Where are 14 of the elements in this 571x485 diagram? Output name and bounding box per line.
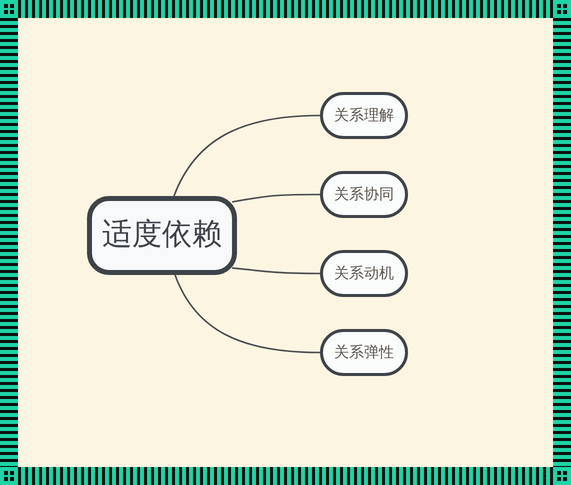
subtopic-box	[320, 171, 408, 218]
subtopic-box	[320, 92, 408, 139]
subtopic-box	[320, 250, 408, 297]
central-topic-box	[87, 196, 237, 275]
topic-label: 适度依赖	[102, 218, 222, 253]
connector-line	[232, 194, 320, 203]
connector-line	[232, 267, 320, 274]
connector-line	[173, 114, 320, 196]
topic-label: 关系协同	[334, 186, 394, 204]
topic-label: 关系理解	[334, 106, 394, 124]
subtopic-box	[320, 329, 408, 376]
connector-line	[174, 274, 320, 354]
topic-label: 关系弹性	[334, 344, 394, 362]
topic-label: 关系动机	[334, 264, 394, 282]
